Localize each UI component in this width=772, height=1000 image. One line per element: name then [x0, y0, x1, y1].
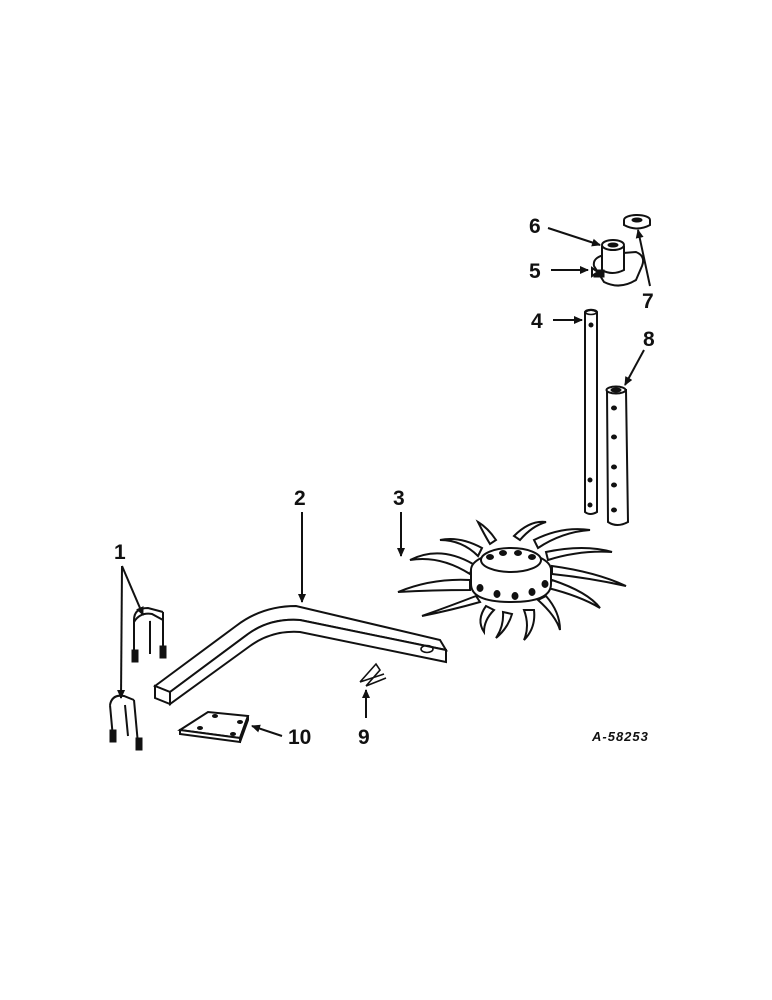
callout-2: 2 [294, 487, 306, 510]
u-bolt-lower [109, 694, 143, 751]
flat-washer [623, 214, 651, 230]
tine-wheel [397, 519, 627, 641]
callout-9: 9 [358, 726, 370, 749]
leader-7 [635, 229, 651, 287]
callout-5: 5 [529, 260, 541, 283]
leader-1b [117, 565, 126, 699]
callout-6: 6 [529, 215, 541, 238]
u-bolt-upper [131, 606, 167, 663]
figure-reference-code: A-58253 [591, 729, 649, 744]
leader-10 [251, 724, 283, 737]
callout-4: 4 [531, 310, 543, 333]
leader-6 [547, 227, 601, 247]
leader-1a [121, 565, 144, 616]
callout-1: 1 [114, 541, 126, 564]
leader-lines [117, 227, 651, 737]
bent-bar [152, 604, 449, 706]
callout-7: 7 [642, 290, 654, 313]
callout-8: 8 [643, 328, 655, 351]
callout-3: 3 [393, 487, 405, 510]
shaft-rod [584, 308, 598, 515]
callout-labels: 1 2 3 4 5 6 7 8 9 10 [114, 215, 655, 749]
leader-8 [624, 349, 645, 386]
pivot-bracket [591, 239, 645, 287]
adjustment-tube [605, 385, 630, 526]
clamp-plate [177, 710, 250, 744]
spring-clip [359, 662, 387, 687]
callout-10: 10 [288, 726, 311, 749]
